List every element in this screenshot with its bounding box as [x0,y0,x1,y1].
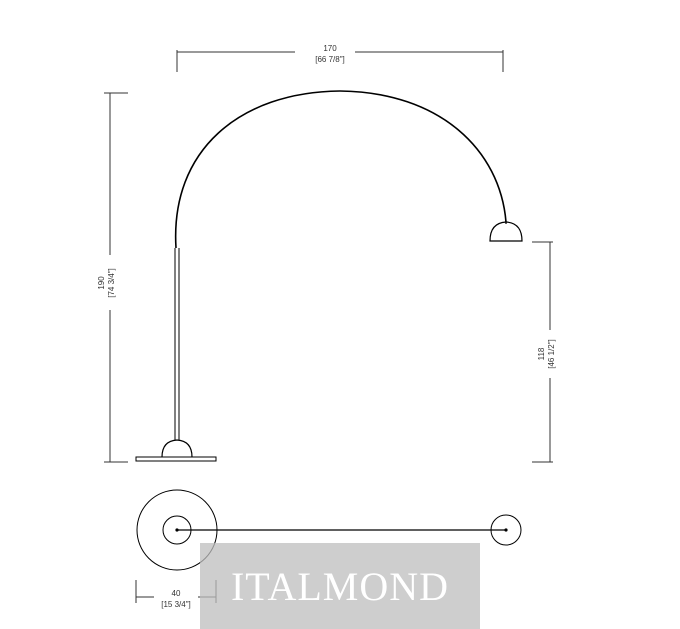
lamp-base-plate [135,456,217,462]
shade-height-dimension-imperial: [46 1/2"] [547,339,556,369]
width-dimension-value: 170 [323,44,337,53]
base-center-dot [175,528,179,532]
shade-height-dimension [532,241,553,463]
base-diameter-value: 40 [172,589,181,598]
watermark: ITALMOND [200,543,480,629]
lamp-base-dome [161,439,193,458]
height-dimension [104,92,128,463]
height-dimension-value: 190 [97,276,106,290]
height-dimension-imperial: [74 3/4"] [107,268,116,298]
width-dimension-imperial: [66 7/8"] [315,55,345,64]
base-diameter-imperial: [15 3/4"] [161,600,191,609]
width-dimension [176,50,504,72]
shade-center-dot [504,528,508,532]
lamp-arch [174,90,507,249]
shade-plan-circle [490,514,522,546]
lamp-plan-view [136,489,522,571]
lamp-shade [489,221,523,242]
shade-height-dimension-value: 118 [537,347,546,360]
watermark-text: ITALMOND [230,563,450,609]
lamp-elevation [135,90,523,462]
